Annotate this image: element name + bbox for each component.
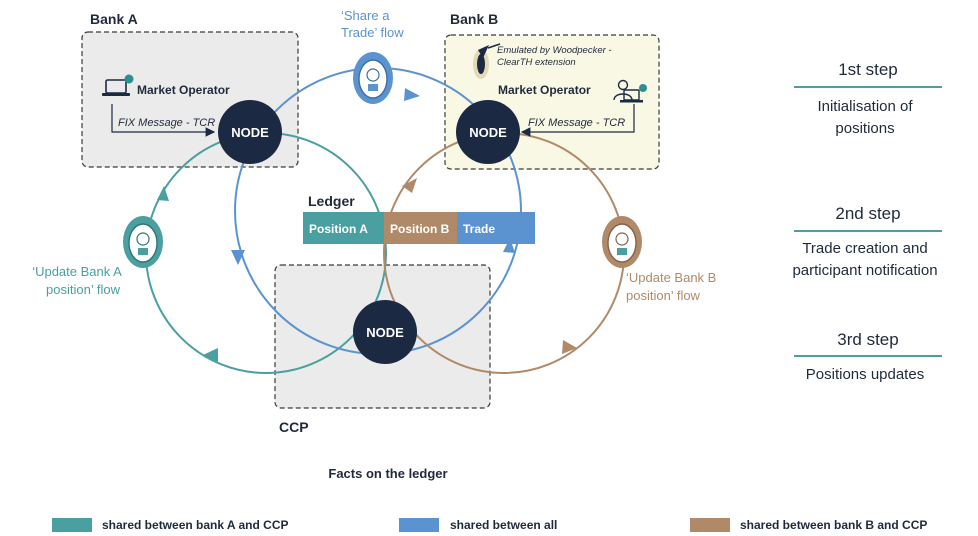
ledger-cell-position-a-label: Position A <box>309 222 368 236</box>
step-2-divider <box>794 230 942 232</box>
step-3-divider <box>794 355 942 357</box>
teal-arrow-upper <box>157 186 169 201</box>
node-bank-a[interactable] <box>218 100 282 164</box>
legend-swatch-blue <box>399 518 439 532</box>
step-1-desc-line1: Initialisation of <box>817 98 913 115</box>
update-a-flow-line2: position’ flow <box>46 282 121 297</box>
bank-a-title: Bank A <box>90 11 138 27</box>
ledger-title: Ledger <box>308 193 355 209</box>
ledger-cell-position-a <box>303 212 384 244</box>
bank-b-title: Bank B <box>450 11 498 27</box>
fix-arrow-bank-a <box>111 104 216 137</box>
ledger-cell-trade-label: Trade <box>463 222 495 236</box>
blue-arrow-right <box>503 238 515 253</box>
node-bank-b-label: NODE <box>469 125 507 140</box>
step-1-desc-line2: positions <box>835 120 895 137</box>
legend-swatch-teal <box>52 518 92 532</box>
hedgehog-icon-share-trade <box>353 52 393 104</box>
step-3-desc-line1: Positions updates <box>805 366 925 383</box>
step-2-desc-line2: participant notification <box>792 262 938 279</box>
brown-arrow-upper <box>402 178 417 193</box>
bank-b-fix-label: FIX Message - TCR <box>528 117 625 129</box>
ledger-cell-position-b <box>384 212 457 244</box>
fix-arrow-bank-b <box>520 104 635 137</box>
bank-a-fix-label: FIX Message - TCR <box>118 117 215 129</box>
node-bank-a-label: NODE <box>231 125 269 140</box>
legend-swatch-brown <box>690 518 730 532</box>
step-2-desc-line1: Trade creation and <box>802 240 928 257</box>
step-2-title: 2nd step <box>835 204 901 223</box>
teal-arrow-lower <box>203 348 218 362</box>
step-1-divider <box>794 86 942 88</box>
user-laptop-icon-bank-b <box>613 79 647 103</box>
node-bank-b[interactable] <box>456 100 520 164</box>
update-b-flow-line2: position’ flow <box>626 288 701 303</box>
hedgehog-icon-update-a <box>123 216 163 268</box>
laptop-icon-bank-a <box>102 74 134 96</box>
update-a-flow-line1: ‘Update Bank A <box>32 264 122 279</box>
node-ccp-label: NODE <box>366 325 404 340</box>
facts-title: Facts on the ledger <box>328 466 447 481</box>
legend-label-teal: shared between bank A and CCP <box>102 518 289 532</box>
woodpecker-icon <box>473 43 501 79</box>
emulation-note-line2: ClearTH extension <box>497 57 576 68</box>
emulation-note-line1: Emulated by Woodpecker - <box>497 45 612 56</box>
update-b-flow-line1: ‘Update Bank B <box>626 270 716 285</box>
bank-a-operator-label: Market Operator <box>137 83 230 97</box>
share-trade-flow-line2: Trade’ flow <box>341 25 404 40</box>
ledger-cell-position-b-label: Position B <box>390 222 450 236</box>
step-3-title: 3rd step <box>837 330 899 349</box>
ledger-cell-trade <box>457 212 535 244</box>
legend-label-brown: shared between bank B and CCP <box>740 518 928 532</box>
share-trade-flow-line1: ‘Share a <box>341 8 390 23</box>
node-ccp[interactable] <box>353 300 417 364</box>
blue-arrow-left <box>231 250 245 265</box>
blue-arrow-top <box>404 88 420 101</box>
ccp-title: CCP <box>279 419 309 435</box>
hedgehog-icon-update-b <box>602 216 642 268</box>
step-1-title: 1st step <box>838 60 898 79</box>
brown-arrow-lower <box>562 340 577 354</box>
bank-b-operator-label: Market Operator <box>498 83 591 97</box>
legend-label-blue: shared between all <box>450 518 558 532</box>
